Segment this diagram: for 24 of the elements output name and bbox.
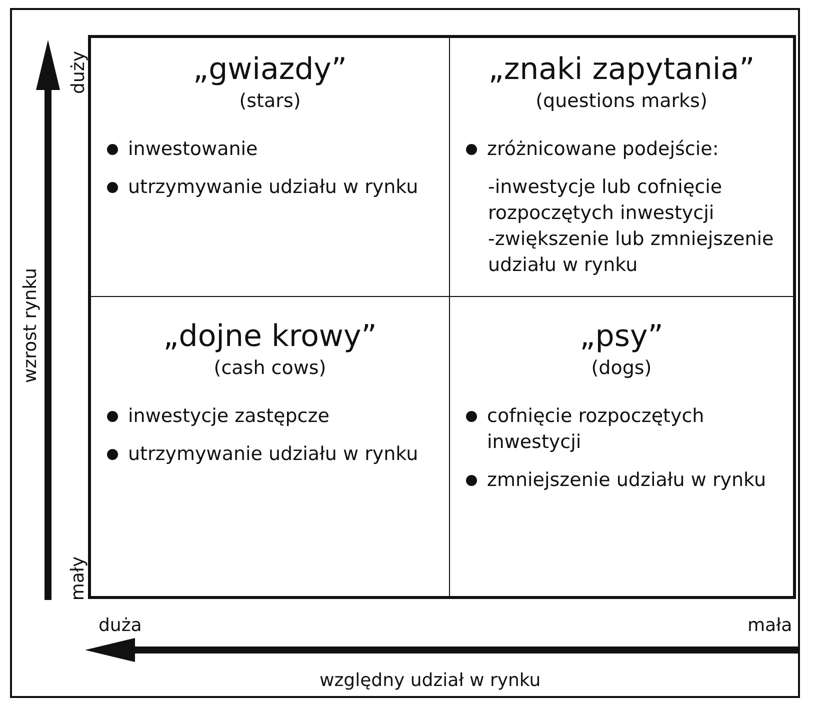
bullet-text: inwestycje zastępcze <box>128 404 330 429</box>
quadrant-title: „psy” <box>578 319 664 355</box>
quadrant-subtitle: (questions marks) <box>534 89 708 114</box>
bullet-text: utrzymywanie udziału w rynku <box>128 442 418 467</box>
quadrant-title: „dojne krowy” <box>162 319 378 355</box>
quadrant-subtitle: (stars) <box>238 89 302 114</box>
sub-item-text: -inwestycje lub cofnięcie rozpoczętych inwestycji <box>488 175 724 226</box>
axis-title: względny udział w rynku <box>320 670 541 690</box>
bullet-text: zmniejszenie udziału w rynku <box>487 468 766 493</box>
bullet-text: inwestowanie <box>128 137 258 162</box>
quadrant-subtitle: (dogs) <box>590 356 653 381</box>
quadrant-cell <box>91 38 450 297</box>
quadrant-title: „gwiazdy” <box>192 52 348 88</box>
axis-end-label: mały <box>68 556 89 600</box>
bullet-text: utrzymywanie udziału w rynku <box>128 175 418 200</box>
quadrant-title: „znaki zapytania” <box>487 52 756 88</box>
axis-title: wzrost rynku <box>20 267 41 383</box>
bullet-text: zróżnicowane podejście: <box>487 137 719 162</box>
quadrant-subtitle: (cash cows) <box>212 356 328 381</box>
sub-item-text: -zwiększenie lub zmniejszenie udziału w rynku <box>488 227 775 278</box>
bullet-text: cofnięcie rozpoczętych inwestycji <box>487 404 706 455</box>
axis-end-label: duży <box>67 50 88 94</box>
axis-end-label: duża <box>98 614 142 636</box>
axis-end-label: mała <box>748 614 792 636</box>
